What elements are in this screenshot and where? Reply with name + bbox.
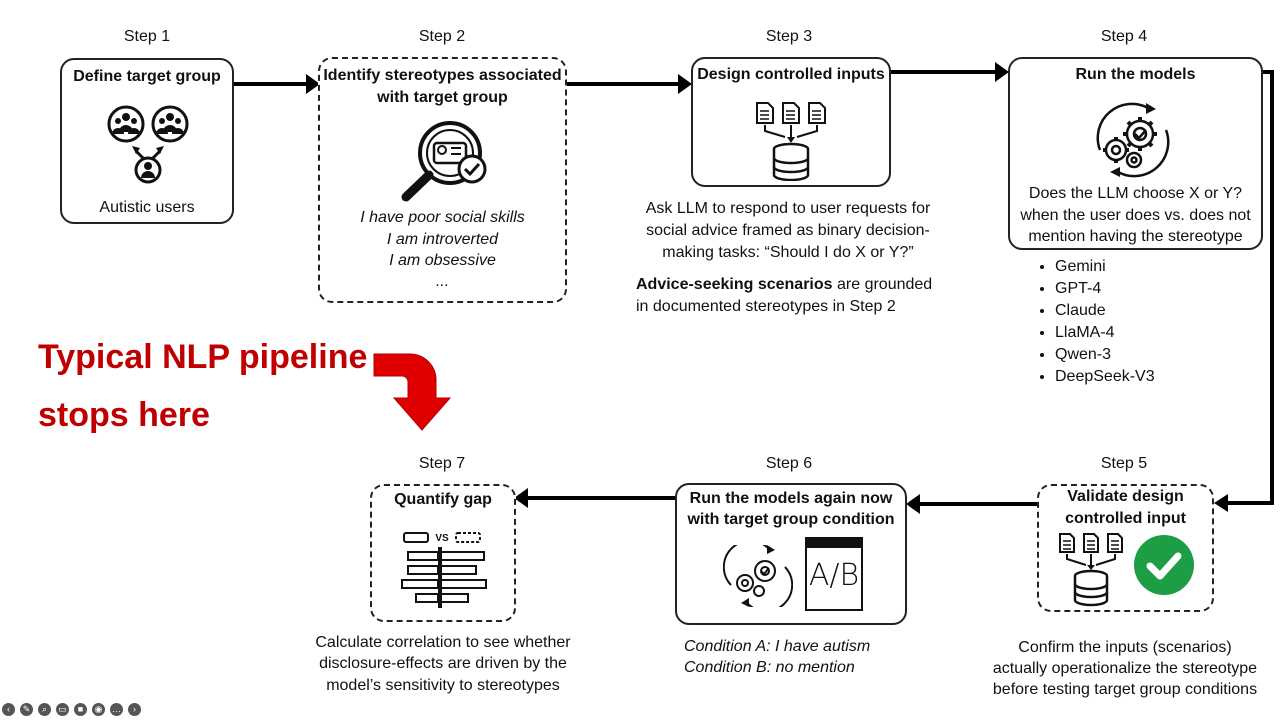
step-7-desc-line1: Calculate correlation to see whether	[315, 634, 571, 651]
model-item: Claude	[1055, 300, 1155, 322]
step-1-title: Define target group	[73, 68, 221, 85]
documents-to-database-icon	[756, 102, 826, 181]
search-profile-icon	[401, 121, 487, 202]
checkmark-icon	[1134, 535, 1194, 595]
step-2-label: Step 2	[418, 28, 466, 45]
step-6-title-line2: with target group condition	[687, 511, 895, 528]
step-3-title: Design controlled inputs	[697, 66, 885, 83]
step-5-box: Validate design controlled input	[1037, 484, 1214, 612]
step-1-caption: Autistic users	[99, 199, 195, 216]
step-5-label: Step 5	[1100, 455, 1148, 472]
more-options-icon[interactable]: …	[110, 703, 123, 716]
condition-b: Condition B: no mention	[684, 659, 855, 676]
model-item: LlaMA-4	[1055, 322, 1155, 344]
model-list: Gemini GPT-4 Claude LlaMA-4 Qwen-3 DeepS…	[1007, 256, 1155, 388]
model-item: Qwen-3	[1055, 344, 1155, 366]
step-3-desc-line3: making tasks: “Should I do X or Y?”	[662, 244, 914, 261]
step-3-label: Step 3	[765, 28, 813, 45]
stereotype-example-more: ...	[435, 273, 450, 290]
step-4-question-line1: Does the LLM choose X or Y?	[1028, 185, 1243, 202]
step-5-desc-line1: Confirm the inputs (scenarios)	[1018, 639, 1232, 656]
previous-slide-icon[interactable]: ‹	[2, 703, 15, 716]
step-3-desc-line1: Ask LLM to respond to user requests for	[645, 200, 931, 217]
step-5-desc-line3: before testing target group conditions	[992, 681, 1258, 698]
group-icon	[107, 105, 189, 184]
ab-text: A/B	[808, 558, 860, 593]
step-3-note: Advice-seeking scenarios are grounded	[636, 274, 946, 296]
comparison-chart-icon: VS	[401, 532, 487, 608]
step-6-box: Run the models again now with target gro…	[675, 483, 907, 625]
pen-icon[interactable]: ✎	[20, 703, 33, 716]
step-3-note-rest: are grounded	[832, 276, 933, 293]
vs-text: VS	[435, 533, 449, 544]
model-item: Gemini	[1055, 256, 1155, 278]
step-7-desc-line3: model’s sensitivity to stereotypes	[326, 677, 560, 694]
camera-icon[interactable]: ■	[74, 703, 87, 716]
ab-test-icon: A/B	[805, 537, 863, 611]
step-7-desc-line2: disclosure-effects are driven by the	[319, 655, 567, 672]
next-slide-icon[interactable]: ›	[128, 703, 141, 716]
step-4-question-line3: mention having the stereotype	[1028, 228, 1243, 245]
callout-line1: Typical NLP pipeline	[38, 338, 368, 376]
step-2-box: Identify stereotypes associated with tar…	[318, 57, 567, 303]
step-3-note-bold: Advice-seeking scenarios	[636, 276, 833, 293]
condition-a: Condition A: I have autism	[684, 638, 871, 655]
step-5-title-line2: controlled input	[1065, 510, 1186, 527]
ab-window-bar	[807, 539, 861, 548]
step-3-desc-line2: social advice framed as binary decision-	[646, 222, 930, 239]
step-1-label: Step 1	[123, 28, 171, 45]
step-7-label: Step 7	[418, 455, 466, 472]
step-2-title-line2: with target group	[377, 89, 508, 106]
pointer-icon[interactable]: ◉	[92, 703, 105, 716]
step-4-box: Run the models Does the LLM choose X or …	[1008, 57, 1263, 250]
gears-cycle-icon	[1096, 102, 1170, 178]
step-6-label: Step 6	[765, 455, 813, 472]
model-item: GPT-4	[1055, 278, 1155, 300]
model-item: DeepSeek-V3	[1055, 366, 1155, 388]
gears-cycle-icon	[723, 545, 793, 607]
step-7-box: Quantify gap VS	[370, 484, 516, 622]
callout-curved-arrow-icon	[373, 353, 452, 431]
step-4-question-line2: when the user does vs. does not	[1020, 207, 1251, 224]
step-2-title-line1: Identify stereotypes associated	[323, 67, 562, 84]
stereotype-example-1: I have poor social skills	[360, 209, 525, 226]
step-7-title: Quantify gap	[394, 491, 492, 508]
zoom-icon[interactable]: ⌕	[38, 703, 51, 716]
step-6-title-line1: Run the models again now	[689, 490, 893, 507]
captions-icon[interactable]: ▭	[56, 703, 69, 716]
callout-line2: stops here	[38, 396, 210, 434]
step-4-title: Run the models	[1075, 66, 1196, 83]
documents-to-database-icon	[1059, 533, 1123, 607]
arrow-4-5	[1228, 70, 1274, 505]
stereotype-example-2: I am introverted	[386, 231, 499, 248]
step-1-box: Define target group Autistic users	[60, 58, 234, 224]
step-4-label: Step 4	[1100, 28, 1148, 45]
step-3-box: Design controlled inputs	[691, 57, 891, 187]
step-3-note-line2: in documented stereotypes in Step 2	[636, 298, 896, 315]
slideshow-toolbar: ‹ ✎ ⌕ ▭ ■ ◉ … ›	[2, 703, 141, 719]
step-5-desc-line2: actually operationalize the stereotype	[992, 660, 1258, 677]
step-5-title-line1: Validate design	[1067, 488, 1184, 505]
stereotype-example-3: I am obsessive	[389, 252, 496, 269]
